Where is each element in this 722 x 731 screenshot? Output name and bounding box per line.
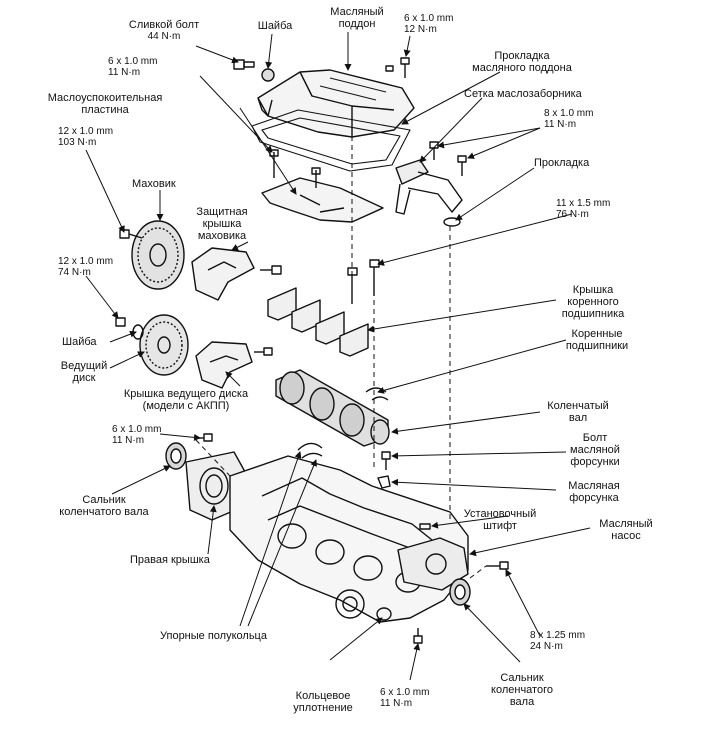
- drain-bolt: [233, 59, 255, 70]
- screen-bolts: [429, 141, 467, 176]
- dowel-pin: [419, 523, 431, 530]
- label-washer-top: Шайба: [257, 20, 293, 32]
- crank-seal-right: [449, 578, 471, 606]
- baffle-plate: [261, 177, 384, 223]
- cap-bolts: [347, 259, 380, 304]
- label-gasket-right: Прокладка: [534, 157, 590, 169]
- oil-pump: [397, 537, 469, 591]
- label-right-cover: Правая крышка: [130, 554, 210, 566]
- label-washer-left: Шайба: [62, 336, 97, 348]
- drive-plate: [139, 314, 189, 376]
- pump-bolt: [486, 561, 509, 570]
- label-oil-screen: Сетка маслозаборника: [464, 88, 582, 100]
- crankshaft: [275, 369, 390, 447]
- flywheel-cover: [191, 247, 255, 301]
- screen-gasket: [443, 217, 461, 227]
- leader-lines: [85, 32, 591, 681]
- bolt-top-right: [385, 57, 410, 78]
- drive-plate-cover: [195, 341, 253, 389]
- thrust-washers: [297, 442, 323, 459]
- oil-jet-bolt: [381, 451, 391, 470]
- oil-screen: [395, 159, 463, 215]
- cover-bolt-right: [260, 265, 282, 275]
- label-drive-plate-cover: Крышка ведущего диска(модели с АКПП): [123, 388, 249, 412]
- cover-bolt-right-2: [254, 347, 273, 356]
- baffle-bolts: [269, 149, 321, 188]
- label-thrust-washers: Упорные полукольца: [160, 630, 267, 642]
- oil-pan-gasket: [251, 109, 411, 172]
- label-flywheel: Маховик: [132, 178, 176, 190]
- washer-and-bolt-left: [115, 317, 144, 340]
- washer-top: [261, 68, 275, 82]
- crank-seal-left: [165, 442, 187, 470]
- engine-block: [229, 455, 469, 623]
- bottom-bolt: [413, 628, 423, 644]
- oil-jet: [377, 475, 391, 489]
- flywheel: [131, 220, 185, 290]
- o-ring: [376, 607, 392, 621]
- main-bearing-caps: [267, 287, 369, 357]
